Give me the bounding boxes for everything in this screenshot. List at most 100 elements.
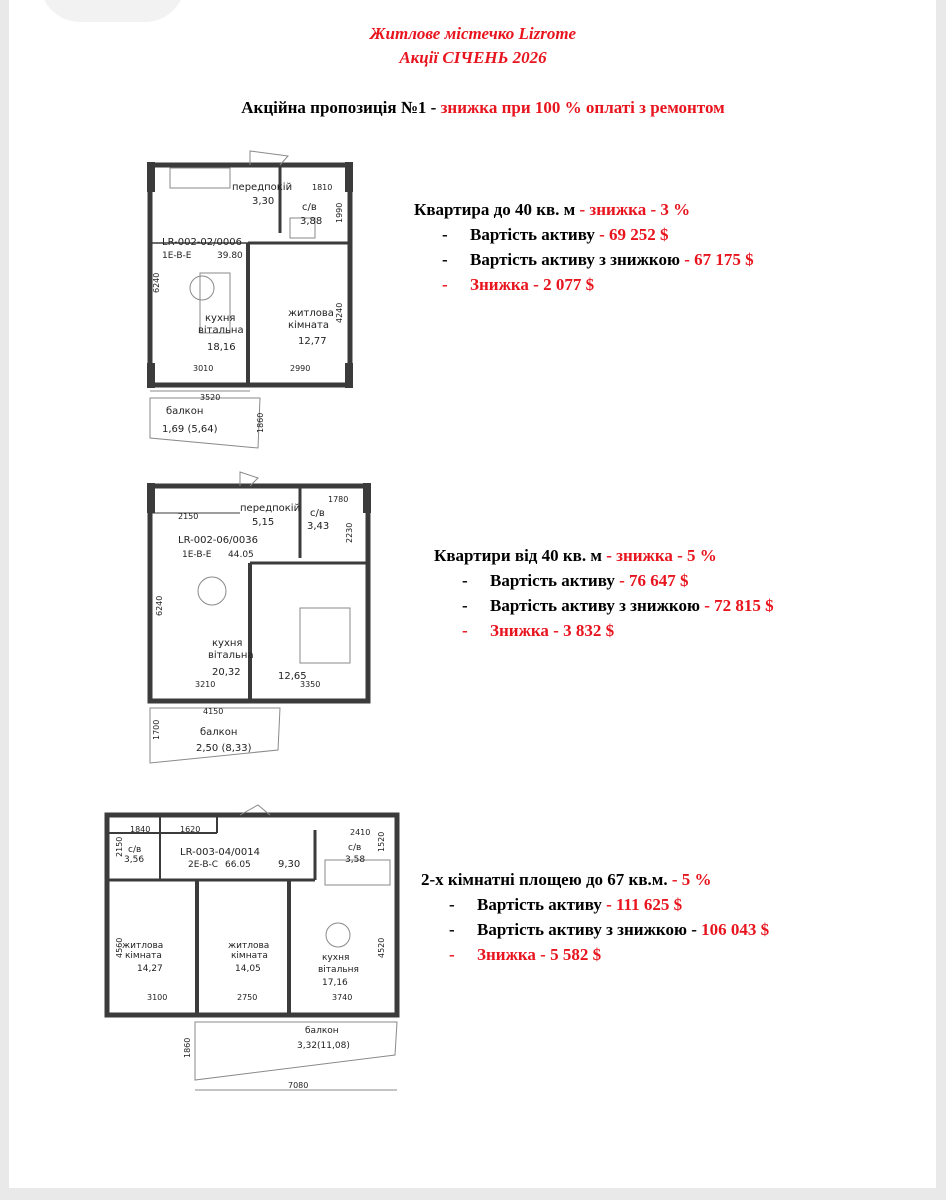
svg-text:1620: 1620 <box>180 825 200 834</box>
svg-text:вітальня: вітальня <box>318 965 359 975</box>
svg-text:4520: 4520 <box>377 938 386 958</box>
list-item: -Знижка - 3 832 $ <box>462 621 615 640</box>
offer-3: 2-х кімнатні площею до 67 кв.м. - 5 % -В… <box>421 867 769 967</box>
svg-text:1520: 1520 <box>377 832 386 852</box>
hall-label: передпокій <box>232 181 292 193</box>
promo-heading: Акційна пропозиція №1 - знижка при 100 %… <box>0 98 946 118</box>
svg-text:2E-B-C: 2E-B-C <box>188 860 218 870</box>
svg-text:2150: 2150 <box>115 837 124 857</box>
svg-text:с/в: с/в <box>348 843 361 853</box>
svg-text:1990: 1990 <box>335 203 344 223</box>
svg-text:4560: 4560 <box>115 938 124 958</box>
svg-text:балкон: балкон <box>166 406 203 417</box>
svg-text:житлова: житлова <box>122 941 163 951</box>
offer-heading: 2-х кімнатні площею до 67 кв.м. - 5 % <box>421 870 712 889</box>
plan-code: LR-002-02/0006 <box>162 237 242 248</box>
list-item: -Вартість активу з знижкою - 106 043 $ <box>449 920 770 939</box>
list-item: -Вартість активу - 76 647 $ <box>462 571 689 590</box>
svg-text:12,77: 12,77 <box>298 336 327 347</box>
floor-plan-2: передпокій 5,15 1780 2150 с/в 3,43 LR-00… <box>147 471 371 764</box>
list-item: -Вартість активу - 69 252 $ <box>442 225 669 244</box>
screen-frame-right <box>936 0 946 1200</box>
svg-text:3,32(11,08): 3,32(11,08) <box>297 1041 350 1051</box>
svg-text:14,05: 14,05 <box>235 964 261 974</box>
svg-text:6240: 6240 <box>152 273 161 293</box>
doc-subtitle: Акції СІЧЕНЬ 2026 <box>399 48 547 67</box>
offer-heading: Квартири від 40 кв. м - знижка - 5 % <box>434 546 717 565</box>
promo-prefix: Акційна пропозиція №1 - <box>241 98 441 117</box>
svg-text:3,43: 3,43 <box>307 521 329 532</box>
svg-text:44.05: 44.05 <box>228 550 254 560</box>
svg-text:2990: 2990 <box>290 364 310 373</box>
svg-text:житлова: житлова <box>228 941 269 951</box>
svg-text:3520: 3520 <box>200 393 220 402</box>
svg-text:3210: 3210 <box>195 680 215 689</box>
svg-text:1E-B-E: 1E-B-E <box>182 550 212 560</box>
svg-text:14,27: 14,27 <box>137 964 163 974</box>
floor-plan-3: 1840 1620 2410 с/в 3,56 LR-003-04/0014 2… <box>104 804 400 1091</box>
doc-title: Житлове містечко Lizrome <box>369 24 577 43</box>
list-item: -Знижка - 2 077 $ <box>442 275 595 294</box>
screen-frame-bottom <box>0 1188 946 1200</box>
plan-type: 1E-B-E <box>162 251 192 261</box>
svg-text:с/в: с/в <box>310 508 325 519</box>
svg-text:LR-003-04/0014: LR-003-04/0014 <box>180 847 260 858</box>
svg-text:66.05: 66.05 <box>225 860 251 870</box>
svg-text:кімната: кімната <box>288 319 329 331</box>
svg-text:4240: 4240 <box>335 303 344 323</box>
svg-text:житлова: житлова <box>288 308 334 319</box>
svg-text:вітальна: вітальна <box>208 649 254 661</box>
svg-text:3100: 3100 <box>147 993 167 1002</box>
svg-text:кухня: кухня <box>205 313 235 324</box>
svg-text:4150: 4150 <box>203 707 223 716</box>
hall-area: 3,30 <box>252 196 274 207</box>
plan-total-area: 39.80 <box>217 251 243 261</box>
list-item: -Вартість активу з знижкою - 72 815 $ <box>462 596 774 615</box>
svg-text:18,16: 18,16 <box>207 342 236 353</box>
offer-heading: Квартира до 40 кв. м - знижка - 3 % <box>414 200 691 219</box>
svg-text:1,69 (5,64): 1,69 (5,64) <box>162 424 218 435</box>
svg-text:1700: 1700 <box>152 720 161 740</box>
svg-text:с/в: с/в <box>128 845 141 855</box>
promo-red: знижка при 100 % оплаті з ремонтом <box>440 98 725 117</box>
svg-text:кімната: кімната <box>125 951 162 961</box>
svg-text:кімната: кімната <box>231 951 268 961</box>
svg-text:2230: 2230 <box>345 523 354 543</box>
svg-text:кухня: кухня <box>322 953 349 963</box>
svg-text:1780: 1780 <box>328 495 348 504</box>
screen-frame-left <box>0 0 9 1200</box>
svg-text:5,15: 5,15 <box>252 517 274 528</box>
list-item: -Вартість активу - 111 625 $ <box>449 895 683 914</box>
svg-text:3740: 3740 <box>332 993 352 1002</box>
list-item: -Вартість активу з знижкою - 67 175 $ <box>442 250 754 269</box>
svg-text:1860: 1860 <box>183 1038 192 1058</box>
svg-text:балкон: балкон <box>200 727 237 738</box>
svg-text:2750: 2750 <box>237 993 257 1002</box>
svg-text:LR-002-06/0036: LR-002-06/0036 <box>178 535 258 546</box>
svg-text:с/в: с/в <box>302 202 317 213</box>
svg-text:1860: 1860 <box>256 413 265 433</box>
svg-text:1840: 1840 <box>130 825 150 834</box>
list-item: -Знижка - 5 582 $ <box>449 945 602 964</box>
svg-text:7080: 7080 <box>288 1081 308 1090</box>
svg-text:кухня: кухня <box>212 638 242 649</box>
offer-2: Квартири від 40 кв. м - знижка - 5 % -Ва… <box>434 543 774 643</box>
svg-text:3,88: 3,88 <box>300 216 322 227</box>
svg-text:3,58: 3,58 <box>345 855 365 865</box>
svg-text:6240: 6240 <box>155 596 164 616</box>
svg-text:2410: 2410 <box>350 828 370 837</box>
svg-text:12,65: 12,65 <box>278 671 307 682</box>
svg-text:1810: 1810 <box>312 183 332 192</box>
offer-1: Квартира до 40 кв. м - знижка - 3 % -Вар… <box>414 197 754 297</box>
svg-text:9,30: 9,30 <box>278 859 300 870</box>
svg-text:20,32: 20,32 <box>212 667 241 678</box>
svg-text:3010: 3010 <box>193 364 213 373</box>
svg-text:3350: 3350 <box>300 680 320 689</box>
svg-text:балкон: балкон <box>305 1026 339 1036</box>
svg-text:2,50 (8,33): 2,50 (8,33) <box>196 743 252 754</box>
overlay-blob <box>40 0 185 22</box>
floor-plan-1: передпокій 3,30 1810 с/в 3,88 LR-002-02/… <box>147 150 353 449</box>
svg-text:вітальна: вітальна <box>198 324 244 336</box>
svg-text:3,56: 3,56 <box>124 855 144 865</box>
svg-text:передпокій: передпокій <box>240 502 300 514</box>
